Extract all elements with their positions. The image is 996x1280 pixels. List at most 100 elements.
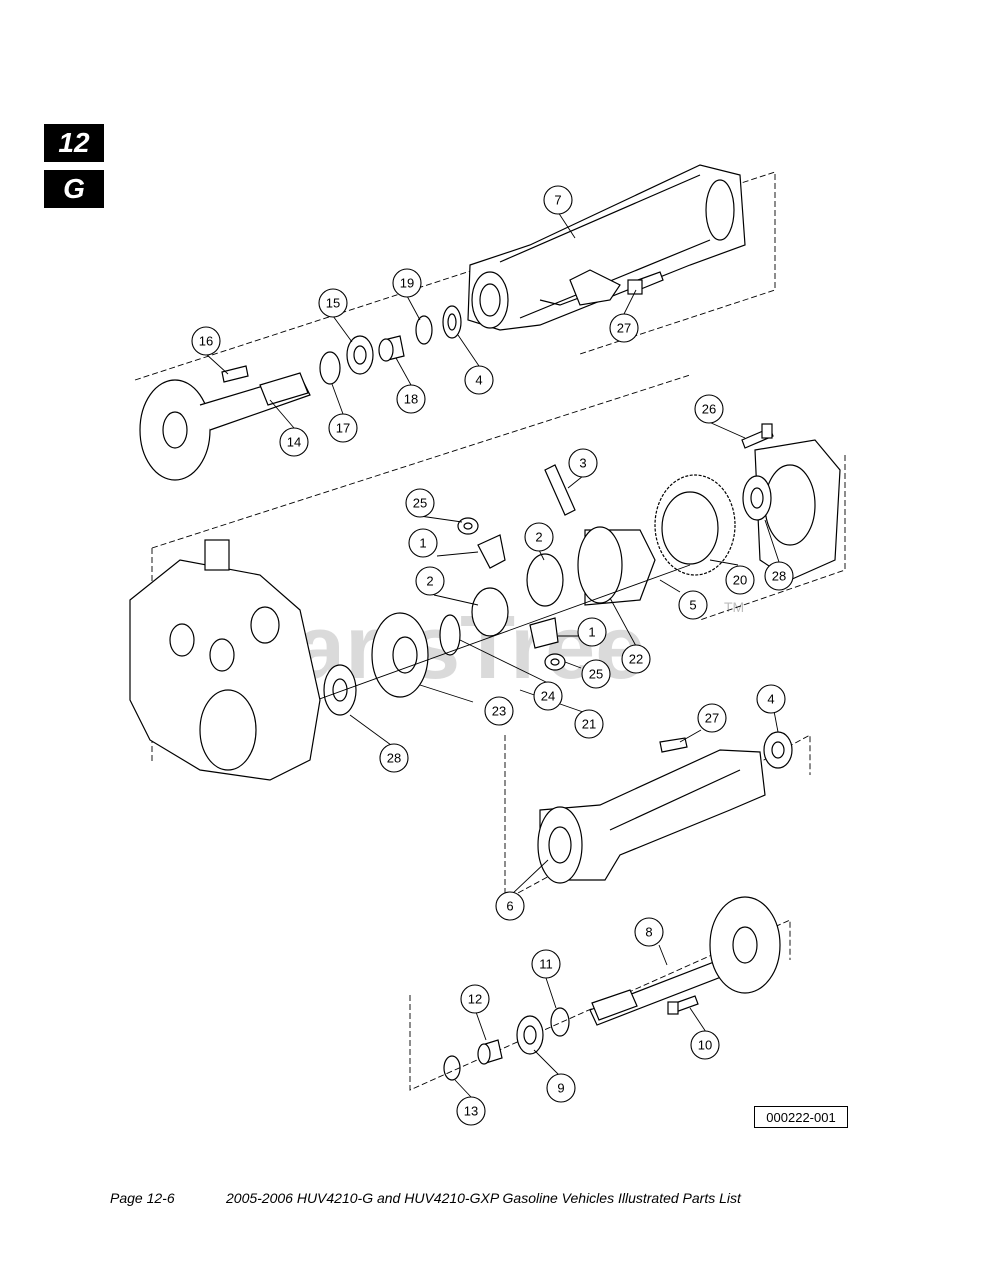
callout-6: 6 xyxy=(495,891,525,921)
svg-text:27: 27 xyxy=(705,711,719,726)
callouts: 7 19 15 16 27 4 18 17 14 26 3 25 1 2 2 2… xyxy=(191,185,794,1126)
svg-text:16: 16 xyxy=(199,334,213,349)
callout-11: 11 xyxy=(531,949,561,979)
callout-7: 7 xyxy=(543,185,573,215)
svg-text:14: 14 xyxy=(287,435,301,450)
leader-lines xyxy=(205,211,780,1098)
axle-shaft-8 xyxy=(589,896,781,1026)
document-title: 2005-2006 HUV4210-G and HUV4210-GXP Gaso… xyxy=(226,1190,741,1206)
hub-23 xyxy=(371,612,429,698)
svg-text:27: 27 xyxy=(617,321,631,336)
thrust-washer-24 xyxy=(439,614,461,656)
svg-text:4: 4 xyxy=(475,373,482,388)
callout-8: 8 xyxy=(634,917,664,947)
bearing-28-right xyxy=(742,475,772,521)
svg-text:7: 7 xyxy=(554,193,561,208)
svg-text:24: 24 xyxy=(541,689,555,704)
pinion-gear-1-upper xyxy=(477,534,506,569)
pin-3 xyxy=(544,464,576,516)
callout-13: 13 xyxy=(456,1096,486,1126)
watermark-trademark: TM xyxy=(724,599,744,615)
svg-text:11: 11 xyxy=(539,957,553,972)
seal-4-lower xyxy=(763,731,793,769)
axle-shaft-14 xyxy=(139,372,311,481)
bearing-15 xyxy=(346,335,374,375)
svg-text:26: 26 xyxy=(702,402,716,417)
svg-text:1: 1 xyxy=(419,536,426,551)
washer-25-lower xyxy=(544,653,566,671)
callout-1-lower: 1 xyxy=(577,617,607,647)
stud-16 xyxy=(221,365,249,383)
ring-gear-20 xyxy=(654,474,736,576)
callout-4: 4 xyxy=(464,365,494,395)
svg-text:13: 13 xyxy=(464,1104,478,1119)
callout-15: 15 xyxy=(318,288,348,318)
ring-11 xyxy=(550,1007,570,1037)
side-gear-2-lower xyxy=(471,587,509,637)
transaxle-housing xyxy=(129,539,321,781)
callout-4-lower: 4 xyxy=(756,684,786,714)
washer-25-upper xyxy=(457,517,479,535)
svg-text:9: 9 xyxy=(557,1081,564,1096)
svg-text:28: 28 xyxy=(387,751,401,766)
callout-21: 21 xyxy=(574,709,604,739)
svg-text:4: 4 xyxy=(767,692,774,707)
side-gear-2-upper xyxy=(526,553,564,607)
svg-text:15: 15 xyxy=(326,296,340,311)
bolt-10 xyxy=(667,995,699,1015)
svg-text:18: 18 xyxy=(404,392,418,407)
callout-17: 17 xyxy=(328,413,358,443)
axle-tube-upper xyxy=(467,164,746,331)
svg-text:20: 20 xyxy=(733,573,747,588)
callout-27: 27 xyxy=(609,313,639,343)
callout-18: 18 xyxy=(396,384,426,414)
svg-text:2: 2 xyxy=(426,574,433,589)
ring-13 xyxy=(443,1055,461,1081)
differential-case-22 xyxy=(577,526,656,606)
figure-reference-code: 000222-001 xyxy=(754,1106,848,1128)
bearing-28-left xyxy=(323,664,357,716)
svg-text:5: 5 xyxy=(689,598,696,613)
svg-text:21: 21 xyxy=(582,717,596,732)
callout-26: 26 xyxy=(694,394,724,424)
callout-19: 19 xyxy=(392,268,422,298)
svg-text:2: 2 xyxy=(535,530,542,545)
callout-23: 23 xyxy=(484,696,514,726)
callout-28-lower: 28 xyxy=(379,743,409,773)
bearing-9 xyxy=(516,1015,544,1055)
callout-25-lower: 25 xyxy=(581,659,611,689)
bolt-27-upper xyxy=(627,271,664,295)
callout-5: 5 xyxy=(678,590,708,620)
svg-text:25: 25 xyxy=(413,496,427,511)
section-letter-tab: G xyxy=(44,170,104,208)
callout-12: 12 xyxy=(460,984,490,1014)
bushing-12 xyxy=(477,1039,503,1065)
ring-17 xyxy=(319,351,341,385)
bolt-26 xyxy=(741,423,774,449)
callout-9: 9 xyxy=(546,1073,576,1103)
pinion-gear-1-lower xyxy=(529,617,559,649)
callout-22: 22 xyxy=(621,644,651,674)
svg-text:25: 25 xyxy=(589,667,603,682)
svg-text:28: 28 xyxy=(772,569,786,584)
svg-text:19: 19 xyxy=(400,276,414,291)
axle-tube-lower xyxy=(537,749,766,884)
ring-19 xyxy=(415,315,433,345)
callout-27-lower: 27 xyxy=(697,703,727,733)
svg-text:6: 6 xyxy=(506,899,513,914)
callout-24: 24 xyxy=(533,681,563,711)
callout-25: 25 xyxy=(405,488,435,518)
callout-14: 14 xyxy=(279,427,309,457)
callout-20: 20 xyxy=(725,565,755,595)
seal-4-upper xyxy=(442,305,462,339)
page-number: Page 12-6 xyxy=(110,1190,175,1206)
svg-text:10: 10 xyxy=(698,1038,712,1053)
svg-text:23: 23 xyxy=(492,704,506,719)
svg-text:22: 22 xyxy=(629,652,643,667)
callout-10: 10 xyxy=(690,1030,720,1060)
svg-text:12: 12 xyxy=(468,992,482,1007)
callout-2-lower: 2 xyxy=(415,566,445,596)
svg-text:8: 8 xyxy=(645,925,652,940)
callout-16: 16 xyxy=(191,326,221,356)
